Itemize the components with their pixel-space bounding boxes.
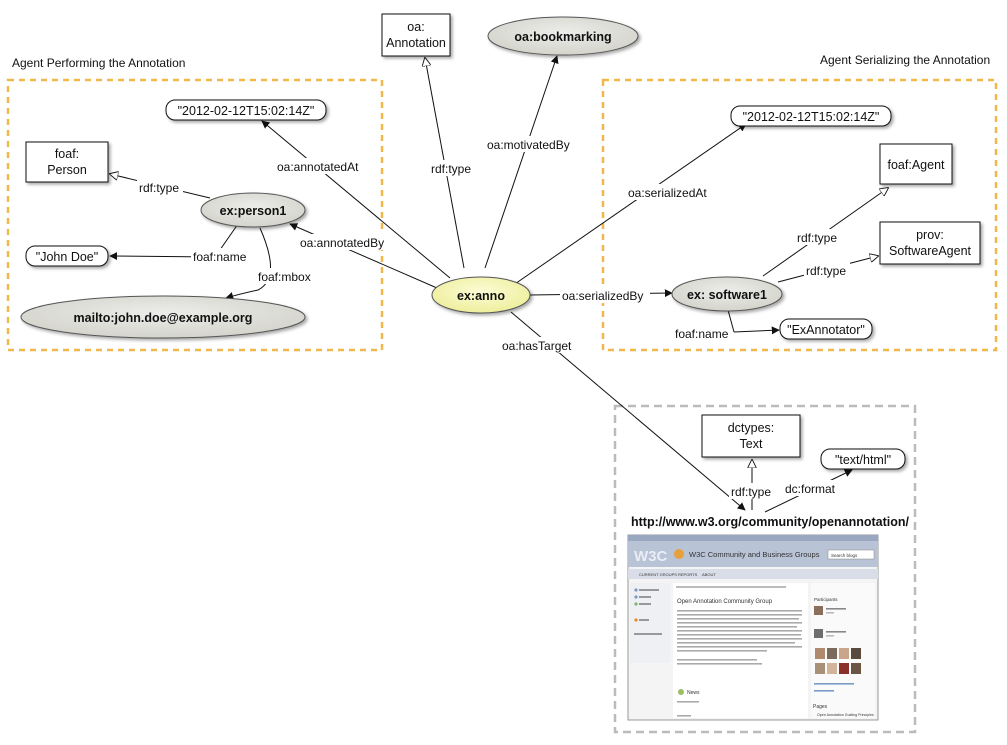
ss-nav-0: CURRENT GROUPS <box>639 572 677 577</box>
node-dctypes-line1: dctypes: <box>728 421 775 435</box>
label-annotated-by: oa:annotatedBy <box>300 236 384 250</box>
ss-news-heading: News <box>687 690 700 696</box>
ss-nav-2: ABOUT <box>702 572 716 577</box>
group-serializing-label: Agent Serializing the Annotation <box>820 53 990 67</box>
edge-anno-annotated-at <box>261 120 451 279</box>
label-rdf-type-sw2: rdf:type <box>806 264 846 278</box>
node-foaf-agent-label: foaf:Agent <box>888 158 946 172</box>
node-foaf-agent[interactable]: foaf:Agent <box>879 143 953 185</box>
ss-nav-1: REPORTS <box>678 572 698 577</box>
target-webpage-thumbnail: W3C W3C Community and Business Groups Se… <box>627 534 879 721</box>
node-foaf-person[interactable]: foaf: Person <box>25 141 109 183</box>
cbg-logo-icon <box>674 549 684 559</box>
node-mbox-label: mailto:john.doe@example.org <box>74 311 253 325</box>
ss-page-item: Open Annotation Guiding Principles <box>817 713 874 717</box>
node-oa-annotation-line1: oa: <box>407 20 424 34</box>
group-serializing-box <box>601 78 998 352</box>
group-performing-box <box>6 78 384 352</box>
node-dctypes-line2: Text <box>740 437 763 451</box>
node-dctypes-text[interactable]: dctypes: Text <box>701 414 801 458</box>
node-anno-label: ex:anno <box>457 289 505 303</box>
node-software1-label: ex: software1 <box>687 288 767 302</box>
node-john-doe[interactable]: "John Doe" <box>25 245 109 267</box>
edge-anno-serialized-at <box>511 123 747 287</box>
node-text-html-text: "text/html" <box>835 453 891 467</box>
group-target-box <box>613 404 917 734</box>
ss-news-icon <box>678 689 684 695</box>
ss-pages-heading: Pages <box>813 704 828 710</box>
label-dc-format: dc:format <box>785 482 836 496</box>
ss-body-text <box>677 610 802 665</box>
node-anno[interactable]: ex:anno <box>431 276 531 314</box>
label-foaf-mbox: foaf:mbox <box>258 270 311 284</box>
node-foaf-person-line1: foaf: <box>55 147 79 161</box>
node-text-html[interactable]: "text/html" <box>820 448 906 470</box>
label-motivated-by: oa:motivatedBy <box>487 138 570 152</box>
node-software-agent-line2: SoftwareAgent <box>889 244 972 258</box>
ss-search-placeholder: Search blogs <box>831 553 858 558</box>
edge-anno-motivated-by <box>484 55 559 269</box>
w3c-logo-icon: W3C <box>634 548 668 565</box>
ss-group-title: Open Annotation Community Group <box>677 599 773 605</box>
node-prov-software-agent[interactable]: prov: SoftwareAgent <box>879 221 981 265</box>
edge-person-foaf-mbox <box>225 227 271 300</box>
node-target-url[interactable]: http://www.w3.org/community/openannotati… <box>631 515 910 529</box>
node-bookmarking[interactable]: oa:bookmarking <box>487 16 639 56</box>
label-rdf-type-sw1: rdf:type <box>797 231 837 245</box>
label-rdf-type-person: rdf:type <box>139 181 179 195</box>
label-annotated-at: oa:annotatedAt <box>277 160 359 174</box>
edge-sw-foaf-name <box>727 309 735 333</box>
node-serialized-at-text: "2012-02-12T15:02:14Z" <box>743 110 880 124</box>
node-annotated-at-literal[interactable]: "2012-02-12T15:02:14Z" <box>165 99 327 121</box>
node-annotated-at-text: "2012-02-12T15:02:14Z" <box>178 104 315 118</box>
ss-participant-avatars <box>815 648 861 674</box>
node-bookmarking-label: oa:bookmarking <box>514 30 611 44</box>
label-foaf-name-person: foaf:name <box>193 250 247 264</box>
label-serialized-by: oa:serializedBy <box>562 289 643 303</box>
node-oa-annotation[interactable]: oa: Annotation <box>381 13 451 57</box>
label-rdf-type-anno: rdf:type <box>431 162 471 176</box>
node-exannotator-text: "ExAnnotator" <box>787 323 865 337</box>
ss-search-box <box>827 549 875 560</box>
ss-participants-heading: Participants <box>814 597 838 602</box>
label-serialized-at: oa:serializedAt <box>628 186 707 200</box>
node-person1-label: ex:person1 <box>220 204 287 218</box>
ss-site-title: W3C Community and Business Groups <box>689 550 820 559</box>
label-rdf-type-target: rdf:type <box>731 485 771 499</box>
node-software-agent-line1: prov: <box>916 228 944 242</box>
edge-labels: rdf:type oa:motivatedBy oa:annotatedAt o… <box>137 136 850 499</box>
node-person1[interactable]: ex:person1 <box>200 192 306 228</box>
node-oa-annotation-line2: Annotation <box>386 36 446 50</box>
label-foaf-name-sw: foaf:name <box>675 327 729 341</box>
label-has-target: oa:hasTarget <box>502 339 572 353</box>
node-john-doe-text: "John Doe" <box>36 250 98 264</box>
node-exannotator[interactable]: "ExAnnotator" <box>779 318 873 340</box>
node-software1[interactable]: ex: software1 <box>671 276 783 312</box>
node-foaf-person-line2: Person <box>47 163 87 177</box>
node-mbox[interactable]: mailto:john.doe@example.org <box>20 295 306 339</box>
group-performing-label: Agent Performing the Annotation <box>12 56 185 70</box>
node-serialized-at-literal[interactable]: "2012-02-12T15:02:14Z" <box>730 105 892 127</box>
